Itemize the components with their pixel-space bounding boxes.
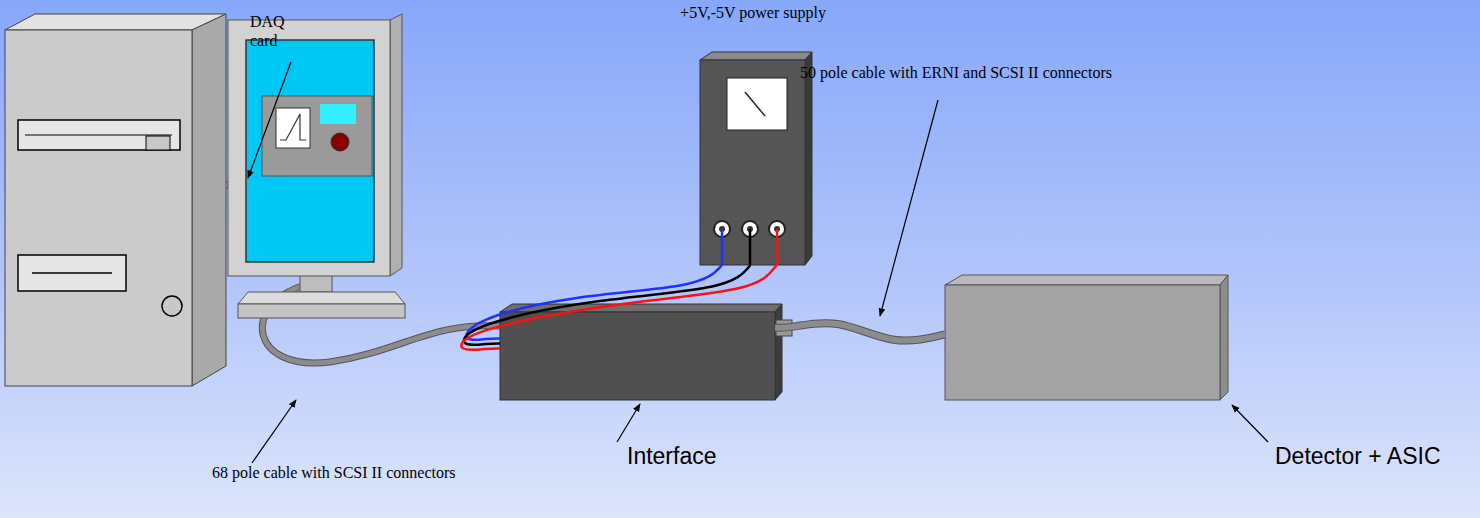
device-label: Interface — [627, 443, 717, 470]
callout-label: 68 pole cable with SCSI II connectors — [212, 463, 484, 482]
cable-core — [775, 323, 945, 341]
interface-box — [500, 304, 792, 400]
device-label: +5V,-5V power supply — [673, 3, 833, 22]
cable-outline — [775, 323, 945, 341]
power-supply — [700, 52, 812, 265]
monitor — [228, 14, 405, 318]
callout-label: DAQ card — [250, 12, 308, 50]
pc-tower — [5, 14, 226, 386]
device-box: +5V,-5V power supply — [700, 60, 805, 265]
device-label: Detector + ASIC — [1275, 443, 1441, 470]
device-box: Interface — [500, 312, 775, 400]
device-box: Detector + ASIC — [945, 285, 1220, 400]
cable — [775, 323, 945, 341]
cable-core — [461, 265, 776, 350]
callout-label: 50 pole cable with ERNI and SCSI II conn… — [800, 63, 1130, 82]
detector-box — [945, 275, 1228, 400]
cable — [461, 265, 776, 350]
leader-line — [248, 62, 1268, 463]
